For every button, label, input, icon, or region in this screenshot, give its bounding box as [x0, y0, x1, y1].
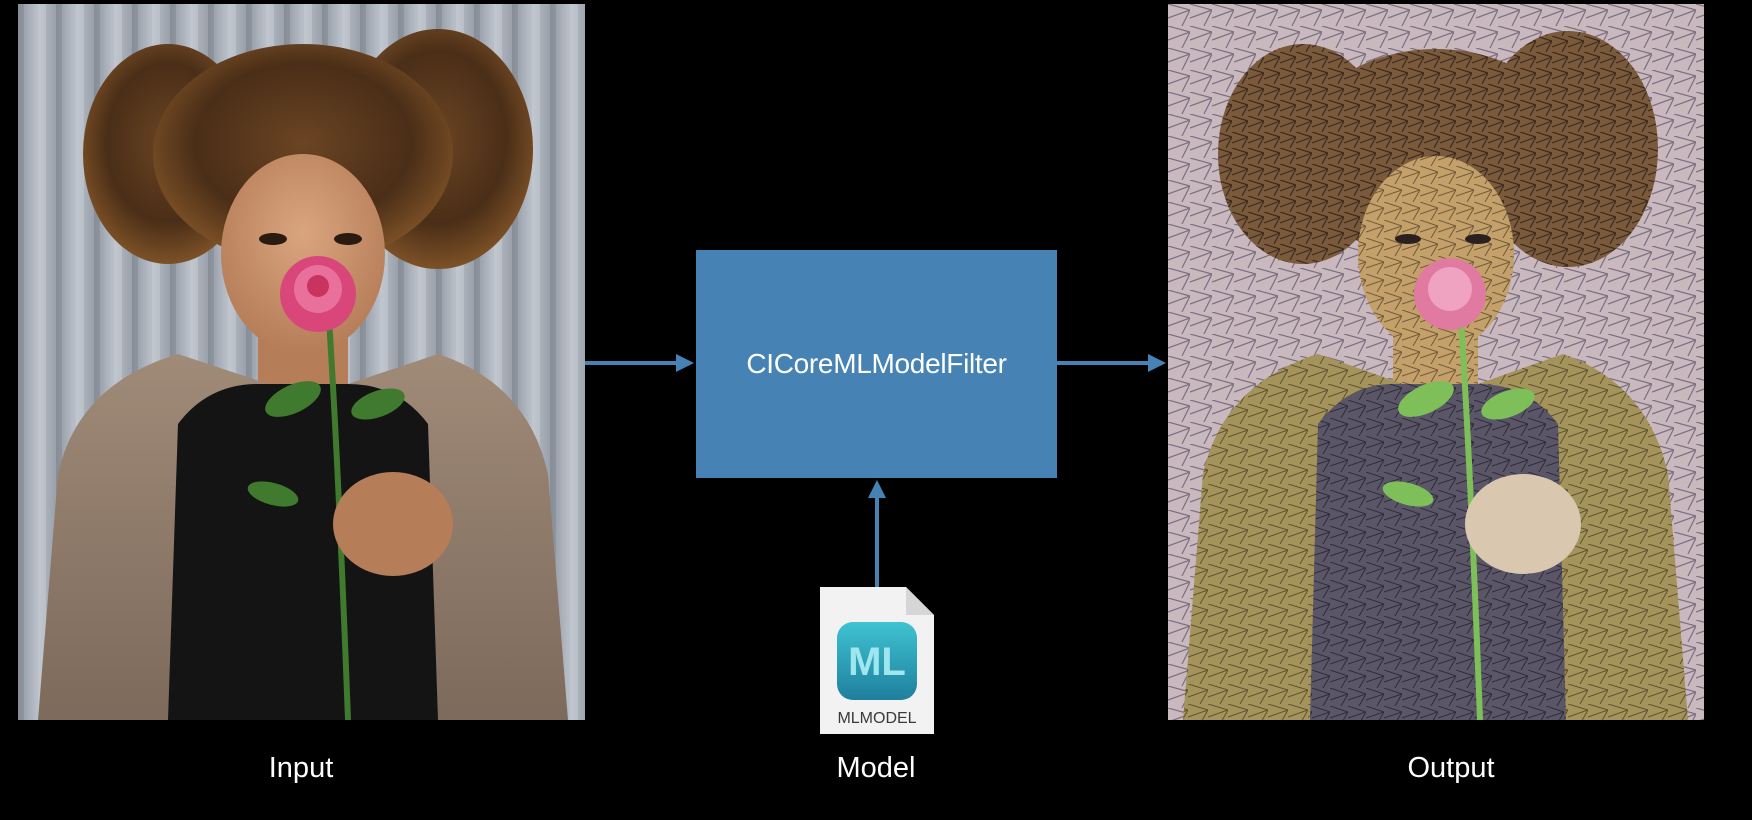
arrow-filter-to-output — [1057, 354, 1166, 372]
input-image — [18, 4, 585, 720]
mlmodel-badge-text: ML — [848, 640, 906, 684]
caption-input: Input — [268, 752, 334, 784]
mlmodel-type-label: MLMODEL — [837, 710, 917, 727]
arrow-model-to-filter — [868, 480, 886, 587]
caption-model: Model — [836, 752, 916, 784]
filter-label: CICoreMLModelFilter — [746, 348, 1007, 379]
caption-output: Output — [1407, 752, 1495, 784]
output-image — [1168, 4, 1704, 720]
filter-box: CICoreMLModelFilter — [696, 250, 1057, 478]
arrow-input-to-filter — [585, 354, 694, 372]
mlmodel-file-icon: ML MLMODEL — [820, 587, 934, 734]
